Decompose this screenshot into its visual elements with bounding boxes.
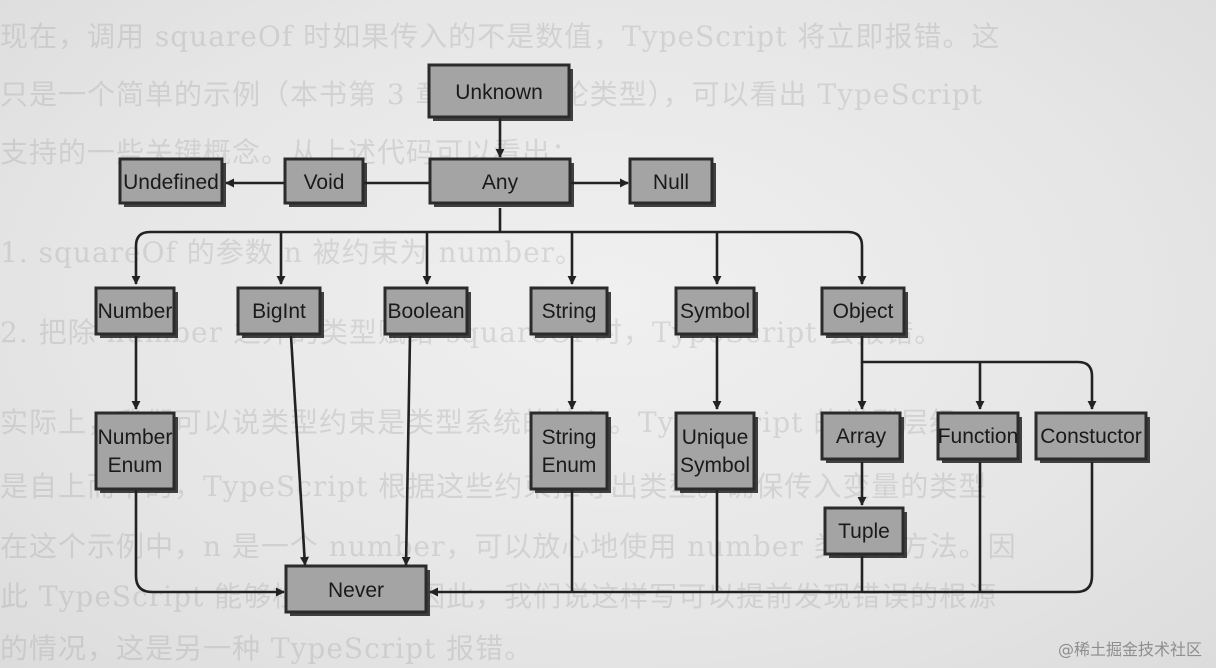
node-string-enum: String Enum (529, 411, 611, 493)
node-constructor: Constuctor (1034, 411, 1150, 463)
node-string-label: String (542, 300, 597, 323)
node-symbol: Symbol (674, 286, 758, 338)
node-boolean: Boolean (383, 286, 471, 338)
node-function: Function (936, 411, 1022, 463)
node-any-label: Any (482, 171, 519, 194)
node-unique-symbol-label-1: Unique (682, 426, 749, 449)
node-number: Number (94, 286, 178, 338)
node-number-enum: Number Enum (94, 411, 178, 493)
edge-object-subtypes-bus (860, 336, 1078, 364)
node-void: Void (283, 157, 367, 207)
node-unique-symbol-label-2: Symbol (680, 454, 750, 477)
background-text-line: 的情况，这是另一种 TypeScript 报错。 (0, 634, 534, 664)
node-symbol-label: Symbol (680, 300, 750, 323)
node-null: Null (628, 157, 716, 207)
node-null-label: Null (653, 171, 689, 194)
edge-numberenum-never (134, 490, 285, 597)
node-never: Never (284, 564, 430, 616)
node-object-label: Object (833, 300, 894, 323)
edge-bigint-never (289, 335, 309, 566)
node-string-enum-label-2: Enum (542, 454, 597, 477)
background-text-line: 1. squareOf 的参数 n 被约束为 number。 (0, 238, 585, 268)
node-function-label: Function (938, 425, 1019, 448)
node-bigint-label: BigInt (252, 300, 306, 323)
node-undefined-label: Undefined (123, 171, 219, 194)
edge-right-group-never (429, 462, 1094, 597)
watermark: @稀土掘金技术社区 (1057, 640, 1202, 659)
edge-boolean-never (401, 335, 412, 566)
node-boolean-label: Boolean (387, 300, 464, 323)
node-array: Array (820, 411, 904, 463)
background-text-line: 现在，调用 squareOf 时如果传入的不是数值，TypeScript 将立即… (0, 22, 1001, 52)
node-string-enum-label-1: String (542, 426, 597, 449)
node-unknown-label: Unknown (455, 81, 543, 104)
background-text-line: 此 TypeScript 能够检查代码。因此，我们说这样写可以提前发现错误的根源 (0, 582, 998, 612)
node-number-enum-label-2: Enum (108, 454, 163, 477)
edge-any-number (131, 230, 151, 285)
node-unknown: Unknown (427, 63, 573, 121)
node-tuple-label: Tuple (838, 520, 890, 543)
edge-any-object (847, 230, 867, 285)
node-any: Any (428, 157, 574, 207)
node-number-label: Number (98, 300, 173, 323)
node-bigint: BigInt (236, 286, 324, 338)
edges (131, 118, 1097, 597)
node-string: String (529, 286, 611, 338)
node-void-label: Void (304, 171, 345, 194)
edge-any-subtypes-bus (150, 208, 848, 234)
node-never-label: Never (328, 579, 384, 602)
node-unique-symbol: Unique Symbol (674, 411, 758, 493)
node-undefined: Undefined (118, 157, 226, 207)
node-tuple: Tuple (823, 506, 907, 558)
node-object: Object (820, 286, 908, 338)
node-number-enum-label-1: Number (98, 426, 173, 449)
node-constructor-label: Constuctor (1040, 425, 1142, 448)
edge-object-constructor (1077, 360, 1097, 410)
node-array-label: Array (836, 425, 887, 448)
